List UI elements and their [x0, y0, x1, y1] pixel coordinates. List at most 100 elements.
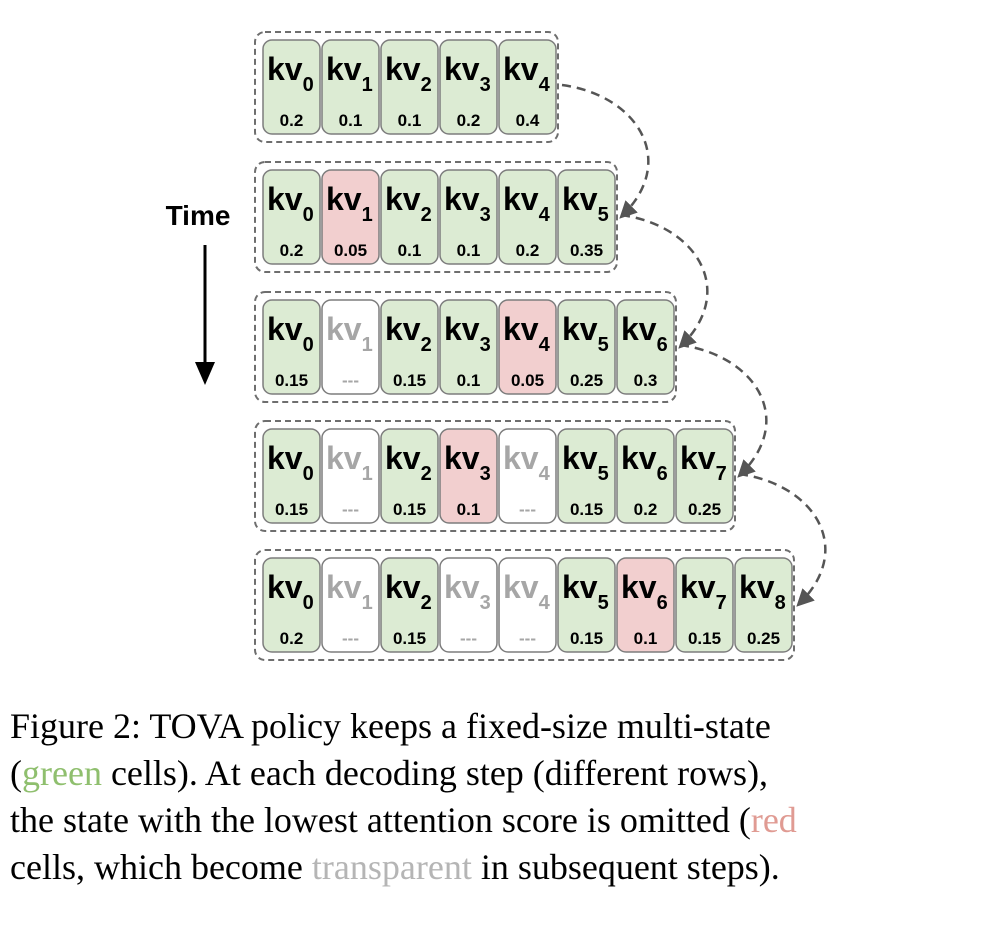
kv-prefix: kv [444, 51, 480, 87]
kv-cell-label: kv6 [621, 311, 668, 356]
attention-score: 0.05 [511, 371, 544, 390]
transition-arrow-2 [679, 343, 768, 478]
kv-cell-4-removed: kv4 --- [498, 428, 557, 524]
kv-cell-label: kv2 [385, 181, 432, 226]
kv-cell-label: kv2 [385, 569, 432, 614]
attention-score: 0.4 [516, 111, 540, 130]
cache-row-3: kv00.15kv1---kv20.15kv30.1kv4---kv50.15k… [254, 420, 736, 532]
attention-score: 0.15 [570, 629, 603, 648]
kv-prefix: kv [503, 51, 539, 87]
kv-cell-box [321, 39, 380, 135]
attention-score: --- [342, 500, 359, 519]
kv-cell-box [262, 39, 321, 135]
kv-subscript: 5 [598, 592, 609, 614]
transition-arrow-3 [738, 472, 827, 607]
kv-cell-label: kv0 [267, 569, 314, 614]
kv-cell-box [616, 428, 675, 524]
kv-subscript: 0 [303, 463, 314, 485]
row-1-dashed-frame [254, 161, 618, 273]
tova-diagram: Time kv00.2kv10.1kv20.1kv30.2kv40.4kv00.… [166, 31, 827, 661]
kv-subscript: 2 [421, 74, 432, 96]
kv-subscript: 1 [362, 204, 373, 226]
caption-green-word: green [22, 753, 102, 793]
kv-prefix: kv [326, 440, 362, 476]
caption-line-4: cells, which become transparent in subse… [10, 847, 780, 887]
kv-prefix: kv [503, 181, 539, 217]
attention-score: 0.35 [570, 241, 603, 260]
attention-score: 0.1 [634, 629, 658, 648]
kv-cell-box [439, 557, 498, 653]
kv-prefix: kv [562, 311, 598, 347]
kv-cell-box [380, 39, 439, 135]
kv-cell-box [557, 299, 616, 395]
attention-score: 0.1 [339, 111, 363, 130]
kv-subscript: 3 [480, 204, 491, 226]
kv-prefix: kv [385, 569, 421, 605]
kv-cell-label: kv2 [385, 51, 432, 96]
kv-cell-6-omitted: kv6 0.1 [616, 557, 675, 653]
attention-score: 0.2 [634, 500, 658, 519]
kv-cell-box [321, 557, 380, 653]
kv-cell-box [675, 557, 734, 653]
kv-subscript: 6 [657, 592, 668, 614]
kv-prefix: kv [621, 440, 657, 476]
attention-score: 0.25 [688, 500, 721, 519]
kv-cell-label: kv6 [621, 569, 668, 614]
transition-arrow-1 [620, 213, 709, 349]
kv-cell-label: kv6 [621, 440, 668, 485]
kv-subscript: 4 [539, 463, 551, 485]
kv-prefix: kv [562, 181, 598, 217]
cache-row-2: kv00.15kv1---kv20.15kv30.1kv40.05kv50.25… [254, 291, 677, 403]
kv-subscript: 0 [303, 74, 314, 96]
kv-prefix: kv [444, 181, 480, 217]
kv-prefix: kv [680, 569, 716, 605]
kv-cell-box [498, 557, 557, 653]
kv-cell-label: kv0 [267, 440, 314, 485]
kv-subscript: 3 [480, 74, 491, 96]
attention-score: 0.15 [393, 371, 426, 390]
kv-cell-label: kv3 [444, 181, 491, 226]
kv-subscript: 0 [303, 334, 314, 356]
attention-score: --- [342, 371, 359, 390]
kv-cell-label: kv5 [562, 440, 609, 485]
kv-prefix: kv [267, 51, 303, 87]
kv-subscript: 1 [362, 74, 373, 96]
attention-score: 0.15 [275, 500, 308, 519]
time-arrow-head [195, 362, 215, 385]
kv-cell-label: kv4 [503, 440, 551, 485]
kv-cell-label: kv1 [326, 440, 373, 485]
kv-cache-rows: kv00.2kv10.1kv20.1kv30.2kv40.4kv00.2kv10… [254, 31, 795, 661]
kv-cell-label: kv0 [267, 311, 314, 356]
attention-score: 0.15 [688, 629, 721, 648]
row-2-dashed-frame [254, 291, 677, 403]
kv-subscript: 6 [657, 463, 668, 485]
kv-prefix: kv [503, 311, 539, 347]
kv-prefix: kv [385, 51, 421, 87]
kv-subscript: 2 [421, 334, 432, 356]
kv-prefix: kv [267, 311, 303, 347]
kv-prefix: kv [621, 569, 657, 605]
attention-score: --- [519, 500, 536, 519]
kv-cell-box [321, 299, 380, 395]
kv-cell-label: kv0 [267, 51, 314, 96]
attention-score: --- [519, 629, 536, 648]
kv-subscript: 2 [421, 592, 432, 614]
kv-prefix: kv [444, 569, 480, 605]
kv-subscript: 6 [657, 334, 668, 356]
kv-cell-box [380, 169, 439, 265]
figure-caption: Figure 2: TOVA policy keeps a fixed-size… [10, 703, 1000, 891]
kv-prefix: kv [326, 181, 362, 217]
caption-line-2: (green cells). At each decoding step (di… [10, 753, 769, 793]
kv-subscript: 4 [539, 592, 551, 614]
